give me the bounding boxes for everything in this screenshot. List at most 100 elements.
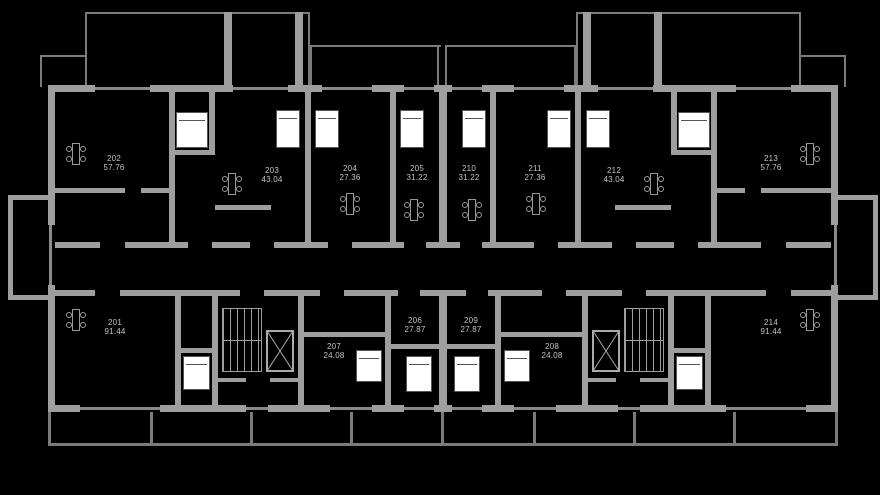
wall: [495, 290, 501, 412]
wall: [583, 12, 591, 88]
apartment-number: 207: [327, 342, 341, 351]
apartment-label: 204 27.36: [328, 164, 372, 182]
wall: [391, 344, 439, 349]
table-chairs-icon: [800, 309, 820, 331]
door-opening: [320, 290, 344, 296]
window: [404, 87, 434, 90]
window: [598, 87, 653, 90]
apartment-label: 203 43.04: [250, 166, 294, 184]
bed-fixture: [586, 110, 610, 148]
door-opening: [466, 290, 488, 296]
apartment-label: 212 43.04: [592, 166, 636, 184]
balcony-wall: [873, 195, 878, 300]
door-opening: [404, 242, 426, 248]
door-opening: [240, 290, 264, 296]
door-opening: [616, 378, 640, 382]
wall: [711, 92, 717, 245]
wall: [582, 290, 588, 412]
apartment-area: 91.44: [760, 327, 782, 336]
upper-floor-outline: [445, 45, 447, 87]
apartment-area: 27.87: [404, 325, 426, 334]
apartment-area: 57.76: [103, 163, 125, 172]
apartment-area: 27.36: [339, 173, 361, 182]
upper-floor-outline: [85, 12, 87, 88]
wall: [439, 290, 447, 412]
elevator-icon: [592, 330, 620, 372]
balcony-divider: [150, 412, 153, 443]
table-chairs-icon: [340, 193, 360, 215]
shower-fixture: [406, 356, 432, 392]
balcony-divider: [733, 412, 736, 443]
wall: [215, 205, 271, 210]
door-opening: [674, 242, 698, 248]
window: [246, 407, 268, 410]
upper-floor-outline: [844, 55, 846, 87]
upper-floor-outline: [85, 12, 310, 14]
bed-fixture: [400, 110, 424, 148]
balcony-wall: [838, 195, 878, 200]
apartment-label: 208 24.08: [530, 342, 574, 360]
apartment-number: 202: [107, 154, 121, 163]
wall: [55, 188, 125, 193]
apartment-area: 91.44: [104, 327, 126, 336]
window: [404, 407, 434, 410]
door-opening: [766, 290, 791, 296]
window: [514, 87, 564, 90]
wall: [305, 92, 311, 245]
door-opening: [622, 290, 646, 296]
apartment-number: 214: [764, 318, 778, 327]
upper-floor-outline: [40, 55, 86, 57]
window: [452, 87, 482, 90]
wall: [654, 12, 662, 88]
balcony-divider: [533, 412, 536, 443]
wall: [169, 150, 215, 155]
door-opening: [328, 242, 352, 248]
apartment-label: 211 27.36: [513, 164, 557, 182]
balcony-divider: [48, 412, 51, 443]
table-chairs-icon: [66, 309, 86, 331]
shower-fixture: [176, 112, 208, 148]
door-opening: [542, 290, 566, 296]
door-opening: [188, 242, 212, 248]
bed-fixture: [276, 110, 300, 148]
window: [736, 87, 791, 90]
door-opening: [761, 242, 786, 248]
wall: [304, 332, 385, 337]
wall: [295, 12, 303, 88]
apartment-label: 205 31.22: [395, 164, 439, 182]
window: [95, 87, 150, 90]
upper-floor-outline: [576, 12, 801, 14]
shower-fixture: [356, 350, 382, 382]
door-opening: [460, 242, 482, 248]
upper-floor-outline: [800, 55, 846, 57]
wall: [48, 85, 838, 92]
apartment-label: 209 27.87: [449, 316, 493, 334]
elevator-icon: [266, 330, 294, 372]
upper-floor-outline: [40, 55, 42, 87]
apartment-area: 31.22: [458, 173, 480, 182]
apartment-number: 205: [410, 164, 424, 173]
door-opening: [612, 242, 636, 248]
shower-fixture: [454, 356, 480, 392]
door-opening: [398, 290, 420, 296]
balcony-divider: [441, 412, 444, 443]
upper-floor-outline: [310, 45, 312, 87]
wall: [224, 12, 232, 88]
door-opening: [246, 378, 270, 382]
wall: [390, 92, 396, 245]
window: [49, 225, 52, 285]
apartment-number: 211: [528, 164, 542, 173]
window: [834, 225, 837, 285]
door-opening: [534, 242, 558, 248]
door-opening: [250, 242, 274, 248]
apartment-area: 24.08: [541, 351, 563, 360]
apartment-number: 210: [462, 164, 476, 173]
wall: [175, 348, 218, 353]
wall: [717, 188, 745, 193]
balcony-wall: [8, 195, 13, 300]
apartment-number: 213: [764, 154, 778, 163]
table-chairs-icon: [526, 193, 546, 215]
bed-fixture: [547, 110, 571, 148]
apartment-label: 210 31.22: [447, 164, 491, 182]
balcony-wall: [8, 295, 48, 300]
